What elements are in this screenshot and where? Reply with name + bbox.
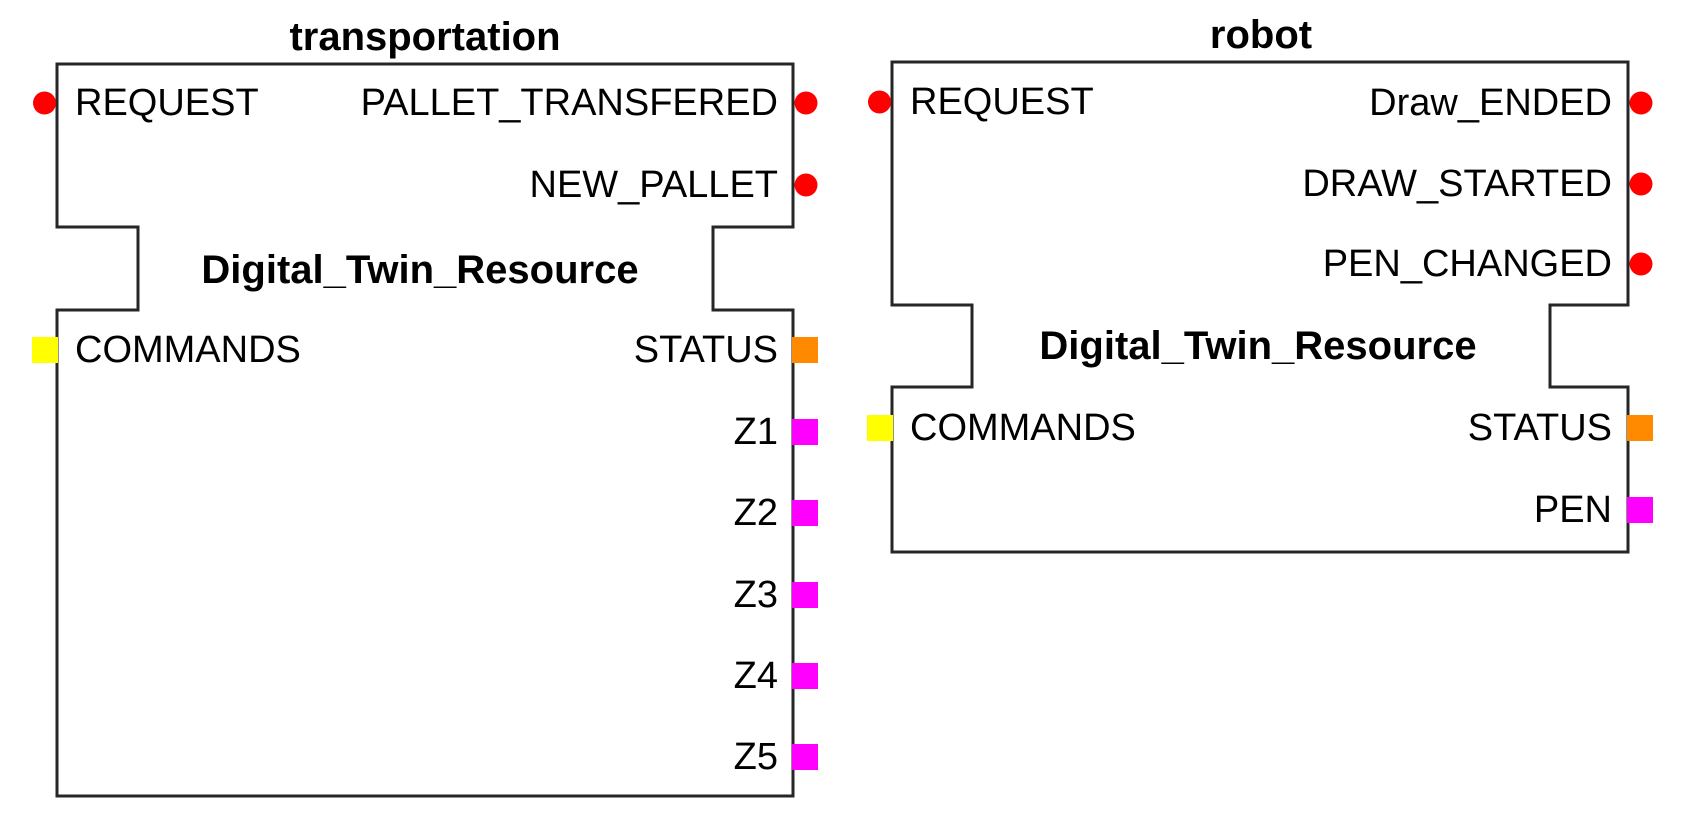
fb-body[interactable] [890,60,1630,554]
event-input-pin-label[interactable]: REQUEST [75,82,259,124]
data-output-z2: Z2 [734,492,818,534]
data-output-pin-marker[interactable] [792,744,818,770]
data-input-commands: COMMANDS [867,407,1136,449]
data-input-pin-label[interactable]: COMMANDS [75,329,301,371]
event-output-pin-marker[interactable] [1629,172,1653,196]
function-block-transportation: transportation Digital_Twin_Resource REQ… [32,15,818,798]
function-block-robot: robot Digital_Twin_Resource REQUEST Draw… [867,13,1653,554]
data-output-pin-label[interactable]: Z3 [734,574,778,616]
data-input-pin-marker[interactable] [867,415,893,441]
event-input-request: REQUEST [33,82,259,124]
data-output-pin-label[interactable]: Z4 [734,655,778,697]
event-output-pin-marker[interactable] [1629,91,1653,115]
data-output-pin-marker[interactable] [792,337,818,363]
data-input-pin-marker[interactable] [32,337,58,363]
fb-instance-name[interactable]: transportation [289,15,560,59]
data-output-status: STATUS [1468,407,1653,449]
data-output-pin-label[interactable]: Z1 [734,411,778,453]
event-output-pin-marker[interactable] [794,173,818,197]
data-output-pin-label[interactable]: Z5 [734,736,778,778]
data-output-status: STATUS [634,329,818,371]
event-output-pin-label[interactable]: Draw_ENDED [1369,82,1612,124]
fb-type-name: Digital_Twin_Resource [201,248,638,292]
data-output-z3: Z3 [734,574,818,616]
data-output-pin-marker[interactable] [1627,415,1653,441]
event-input-pin-label[interactable]: REQUEST [910,81,1094,123]
data-input-commands: COMMANDS [32,329,301,371]
event-input-pin-marker[interactable] [33,91,56,115]
event-output-draw-started: DRAW_STARTED [1302,163,1653,205]
event-output-pin-label[interactable]: PALLET_TRANSFERED [361,82,778,124]
fb-body[interactable] [55,62,795,798]
event-input-pin-marker[interactable] [868,90,891,114]
data-input-pin-label[interactable]: COMMANDS [910,407,1136,449]
event-output-new-pallet: NEW_PALLET [530,164,818,206]
data-output-pin-marker[interactable] [1627,497,1653,523]
data-output-z1: Z1 [734,411,818,453]
event-output-pen-changed: PEN_CHANGED [1323,243,1653,285]
data-output-pin-label[interactable]: Z2 [734,492,778,534]
event-output-pin-marker[interactable] [1629,252,1653,276]
data-output-z5: Z5 [734,736,818,778]
fb-type-name: Digital_Twin_Resource [1039,324,1476,368]
data-output-pin-label[interactable]: STATUS [1468,407,1612,449]
data-output-pin-marker[interactable] [792,663,818,689]
event-output-pin-label[interactable]: DRAW_STARTED [1302,163,1612,205]
event-output-pallet-transfered: PALLET_TRANSFERED [361,82,818,124]
data-output-pin-marker[interactable] [792,500,818,526]
data-output-pin-marker[interactable] [792,582,818,608]
data-output-pen: PEN [1534,489,1653,531]
data-output-z4: Z4 [734,655,818,697]
event-output-pin-label[interactable]: PEN_CHANGED [1323,243,1612,285]
data-output-pin-marker[interactable] [792,419,818,445]
event-output-pin-marker[interactable] [794,91,818,115]
fb-instance-name[interactable]: robot [1210,13,1312,57]
data-output-pin-label[interactable]: STATUS [634,329,778,371]
data-output-pin-label[interactable]: PEN [1534,489,1612,531]
event-input-request: REQUEST [868,81,1094,123]
event-output-pin-label[interactable]: NEW_PALLET [530,164,778,206]
event-output-draw-ended: Draw_ENDED [1369,82,1653,124]
